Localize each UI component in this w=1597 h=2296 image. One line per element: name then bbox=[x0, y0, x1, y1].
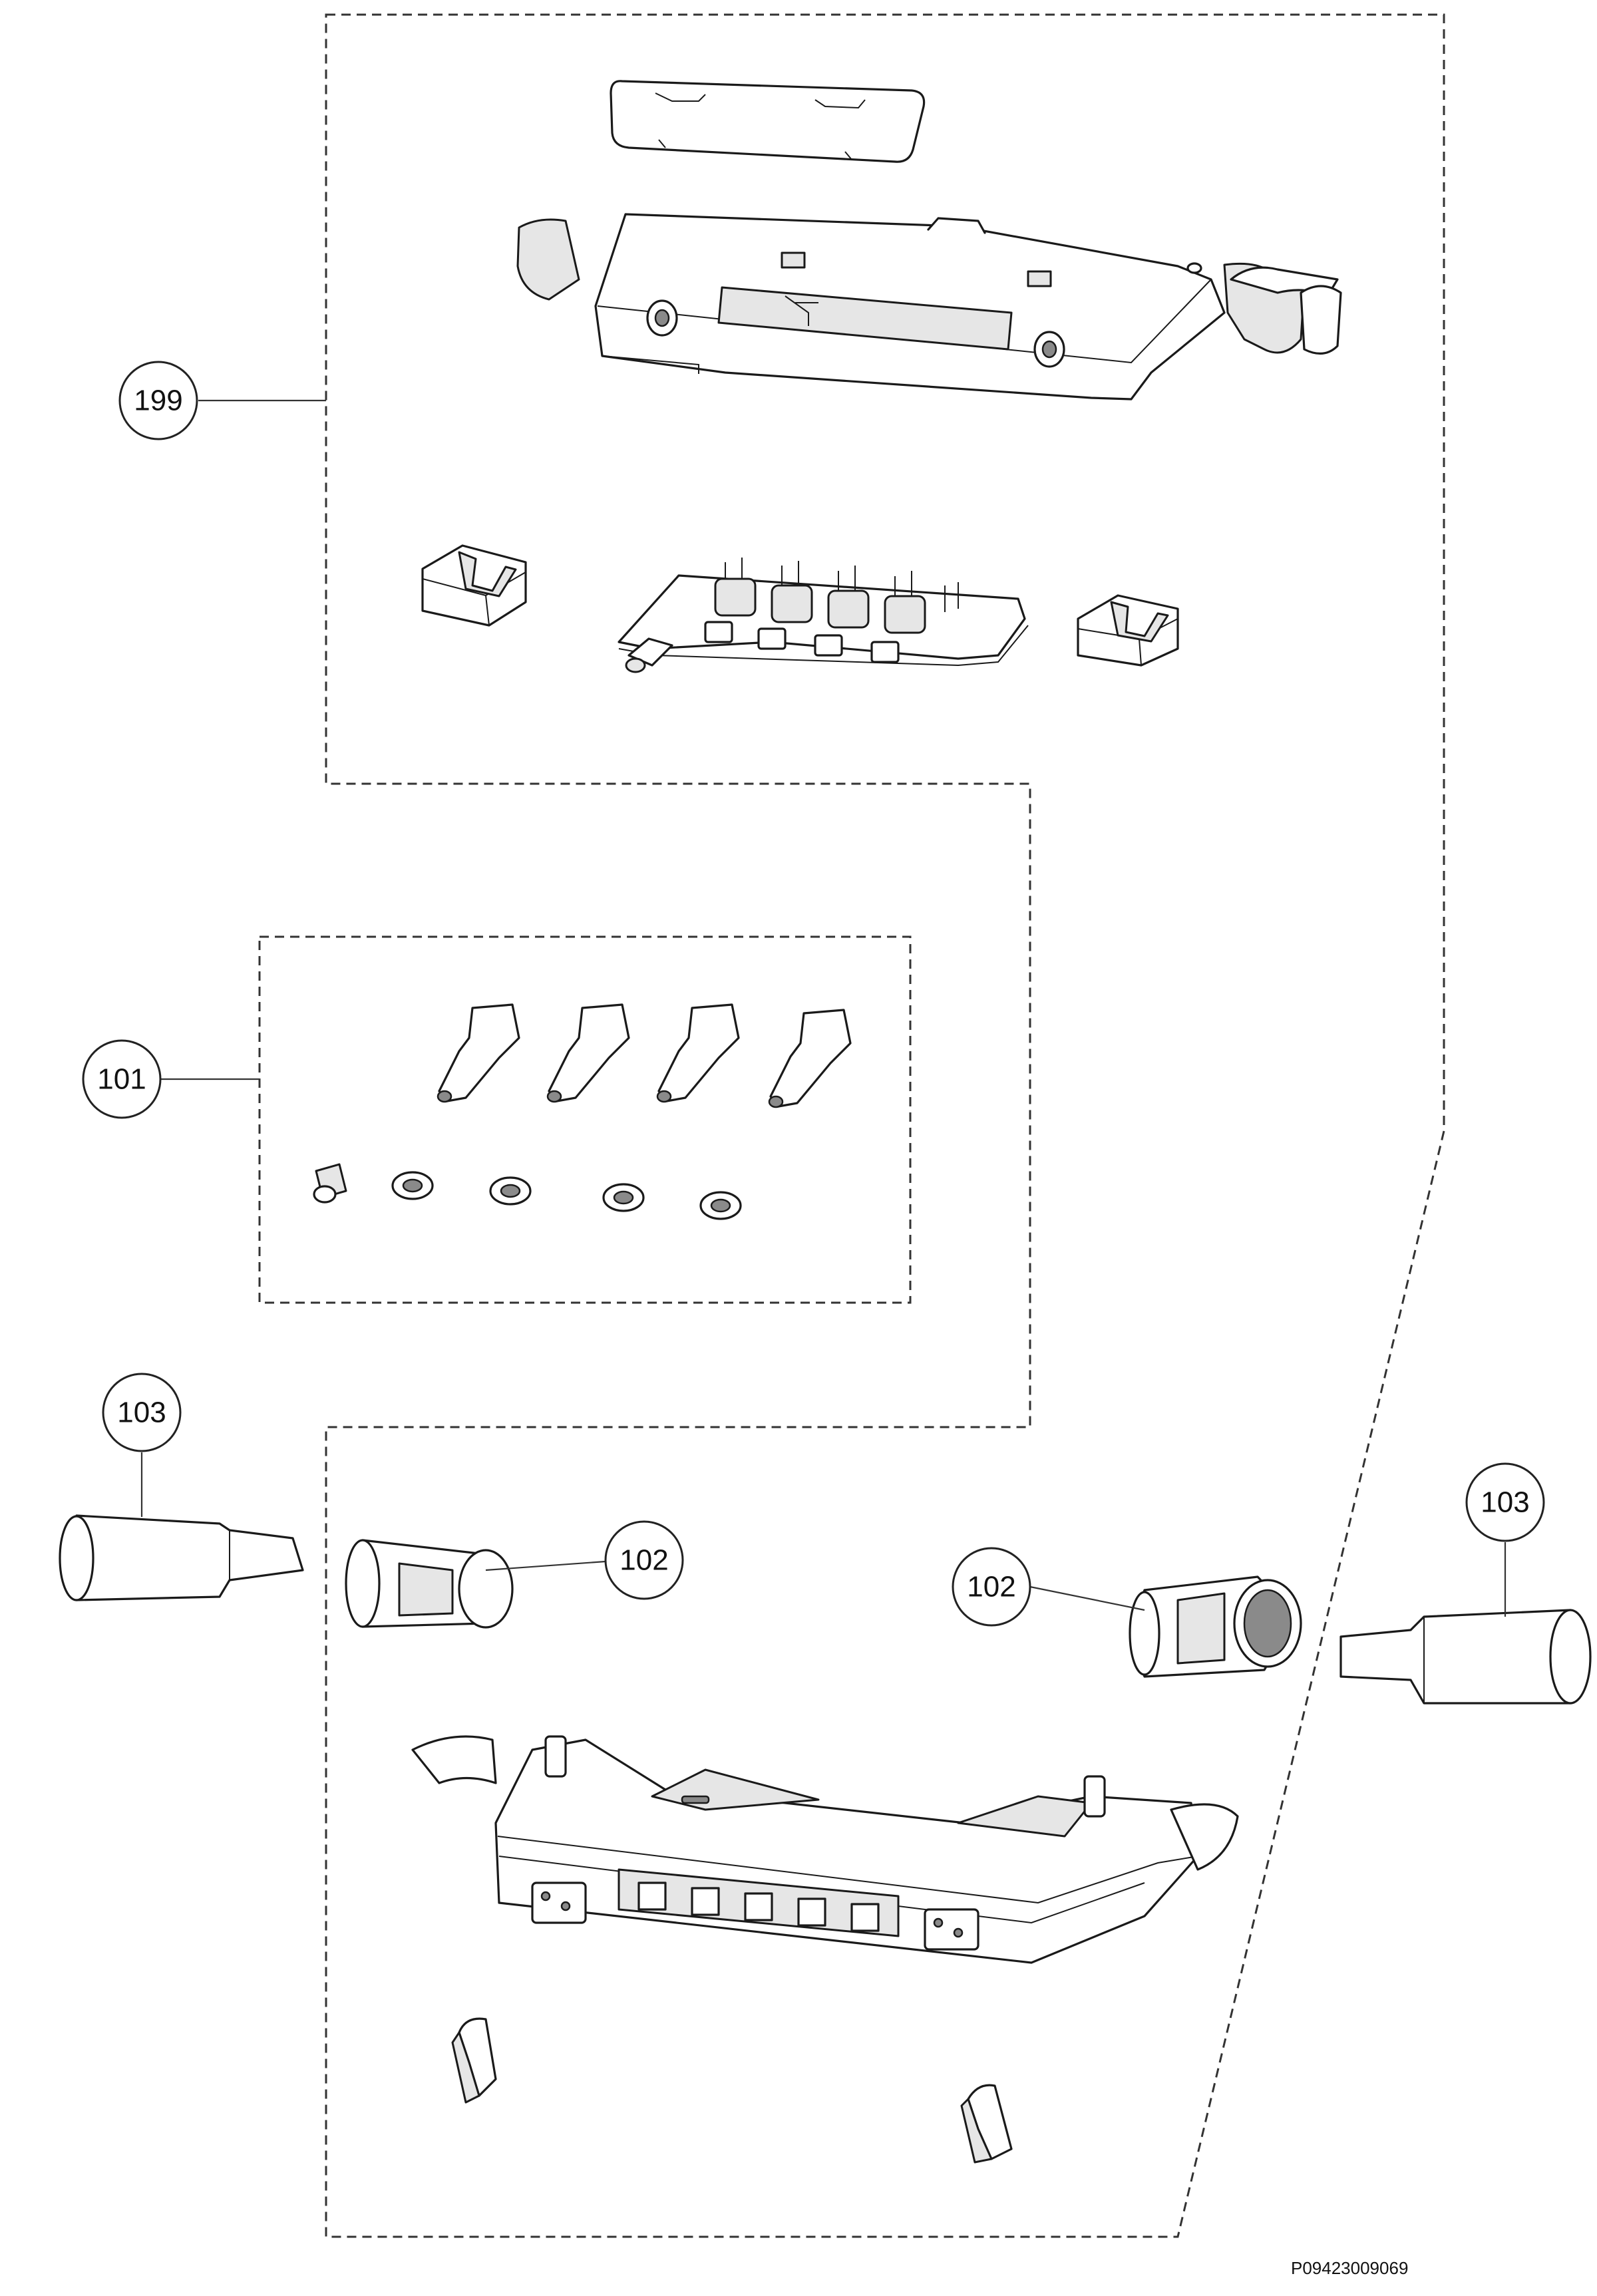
group-boundary-199 bbox=[325, 13, 1445, 2238]
callout-103-left: 103 bbox=[102, 1373, 182, 1517]
clip-block-left bbox=[421, 544, 527, 627]
callout-101-label: 101 bbox=[97, 1063, 146, 1096]
pin-right bbox=[1339, 1609, 1592, 1705]
callout-102-left: 102 bbox=[485, 1520, 684, 1600]
retainer-clip-right bbox=[960, 2084, 1013, 2164]
pin-left bbox=[59, 1514, 304, 1601]
knob-spindles bbox=[437, 1003, 852, 1108]
callout-103-right: 103 bbox=[1465, 1462, 1545, 1617]
drawing-number: P09423009069 bbox=[1291, 2258, 1408, 2278]
clip-block-right bbox=[1077, 594, 1179, 667]
control-panel-housing bbox=[516, 213, 1342, 401]
callout-101: 101 bbox=[82, 1039, 260, 1119]
bushing-right bbox=[1129, 1575, 1302, 1678]
callout-103-left-label: 103 bbox=[117, 1396, 166, 1429]
bushing-left bbox=[345, 1539, 514, 1629]
callout-199-label: 199 bbox=[134, 385, 182, 417]
electronic-circuit-board bbox=[618, 558, 1029, 673]
callout-102-right: 102 bbox=[952, 1547, 1145, 1627]
callout-199: 199 bbox=[118, 361, 326, 440]
spring-and-rings bbox=[313, 1163, 742, 1220]
retainer-clip-left bbox=[451, 2017, 497, 2104]
callout-102-left-label: 102 bbox=[620, 1544, 668, 1577]
callout-102-right-label: 102 bbox=[967, 1571, 1015, 1603]
callout-103-right-label: 103 bbox=[1481, 1486, 1529, 1519]
lower-housing bbox=[411, 1735, 1239, 1964]
group-boundary-101 bbox=[258, 935, 912, 1304]
cover-plate bbox=[610, 80, 926, 163]
